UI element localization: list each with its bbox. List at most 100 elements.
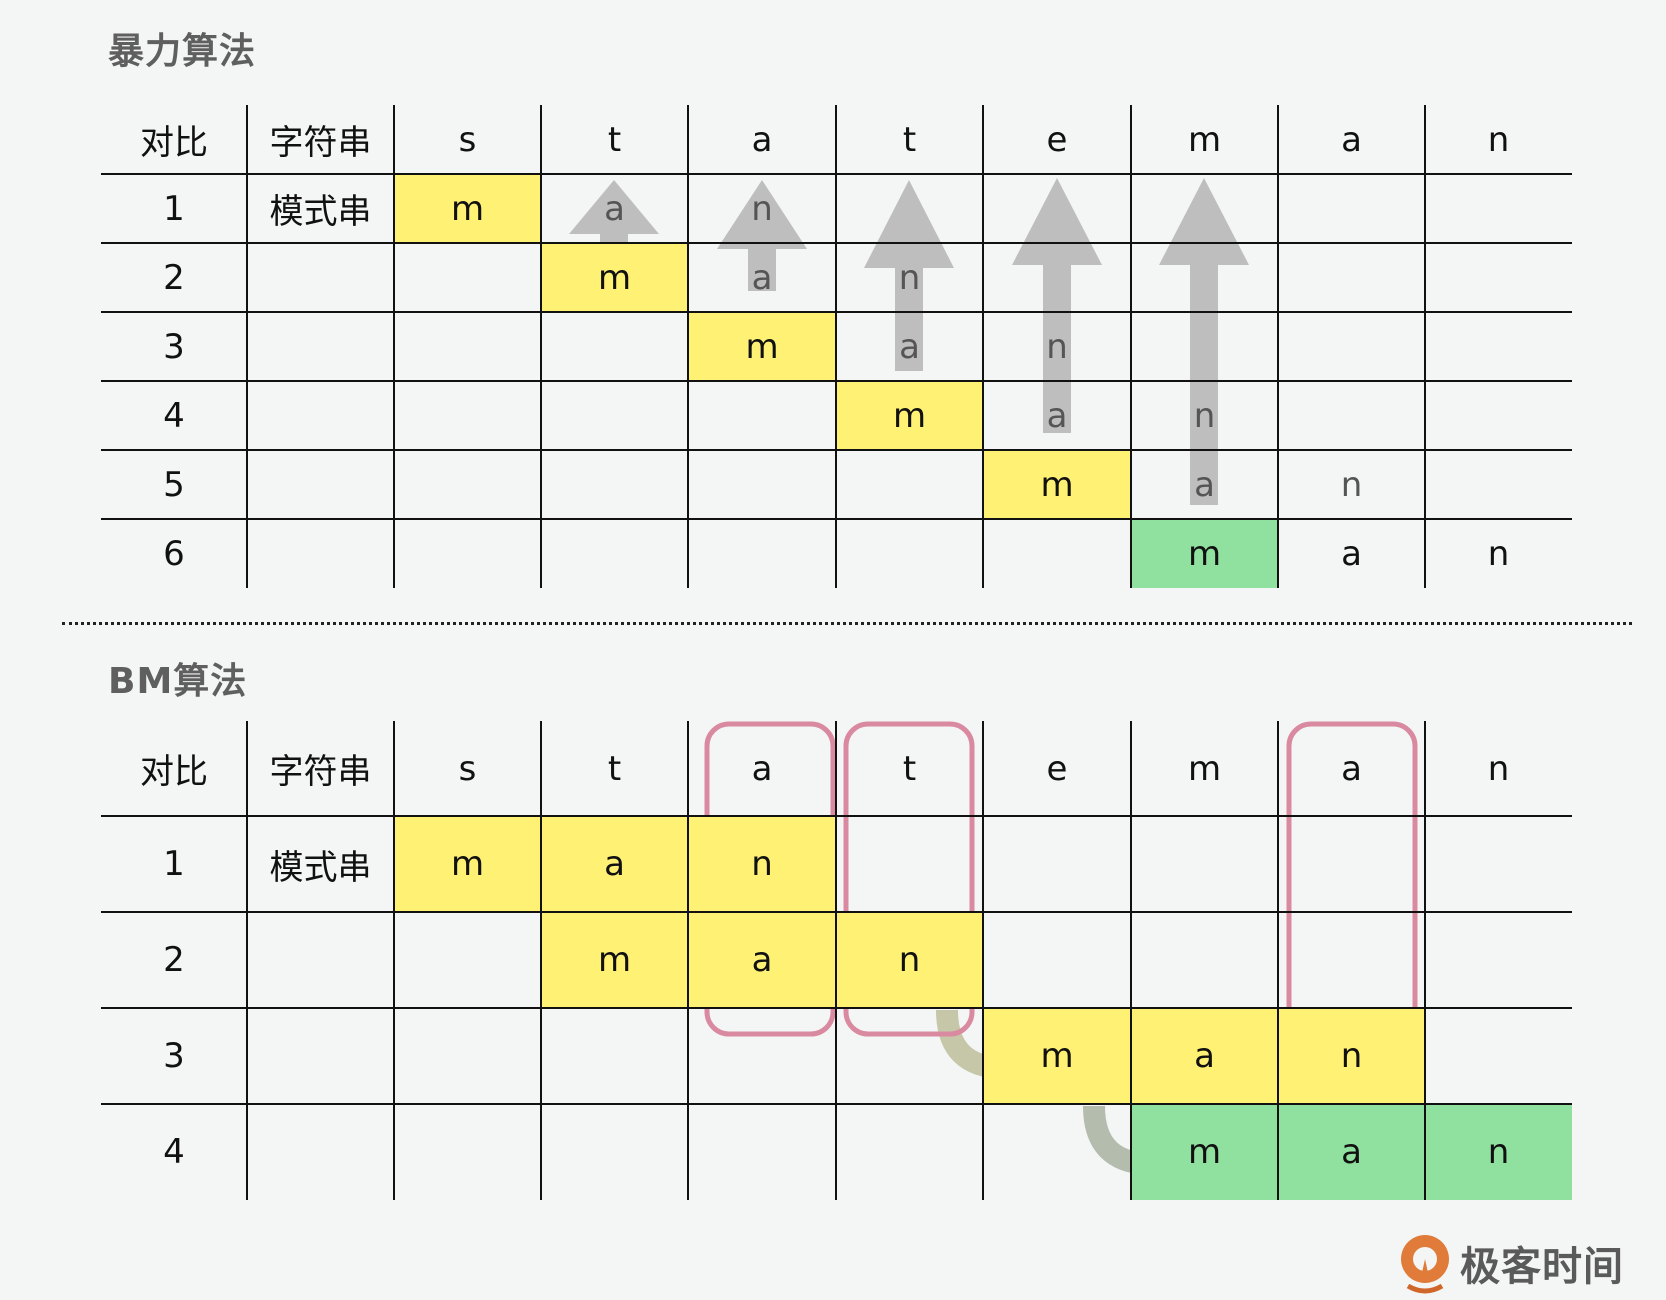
grid-column-line [540,721,542,1200]
empty-cell [1425,243,1572,312]
empty-cell [1278,381,1425,450]
pattern-char-cell: a [688,912,836,1008]
pattern-char-cell: a [1131,1008,1278,1104]
row-number: 3 [163,326,185,367]
row-number: 3 [163,1036,185,1076]
empty-cell [1278,912,1425,1008]
empty-cell [688,1104,836,1200]
empty-cell [1131,912,1278,1008]
row-number: 1 [163,844,185,884]
grid-column-line [393,105,395,588]
grid-column-line [687,105,689,588]
row-number: 4 [163,1132,185,1172]
header-char: e [1046,748,1068,789]
empty-cell [1131,243,1278,312]
row-number: 2 [163,940,185,980]
row-label: 模式串 [269,192,372,232]
row-number: 1 [163,188,185,229]
header-char: a [751,119,773,160]
empty-cell [836,1008,983,1104]
grid-column-line [835,105,837,588]
header-compare: 对比 [140,123,208,163]
empty-cell [1425,381,1572,450]
pattern-char-cell: m [1131,1104,1278,1200]
row-label [247,450,394,519]
empty-cell [688,519,836,588]
geektime-logo-icon [1401,1235,1449,1294]
empty-cell [541,519,688,588]
header-char: m [1187,748,1222,789]
empty-cell [1425,312,1572,381]
header-char: a [1341,748,1362,789]
grid-column-line [1277,721,1279,1200]
empty-cell [541,312,688,381]
pattern-char-cell: a [1046,395,1068,436]
pattern-char-cell: a [899,326,920,367]
empty-cell [983,816,1131,912]
pattern-char-cell: a [1341,533,1362,574]
empty-cell [983,519,1131,588]
header-char: a [751,748,773,789]
empty-cell [1425,450,1572,519]
header-char: e [1046,119,1068,160]
header-char: n [1487,119,1510,160]
header-char: a [1341,119,1362,160]
header-string: 字符串 [269,752,372,792]
empty-cell [1278,312,1425,381]
pattern-char-cell: a [1278,1104,1425,1200]
pattern-char-cell: n [751,188,773,229]
bm-title: BM算法 [108,661,248,702]
empty-cell [394,1104,541,1200]
pattern-char-cell: m [983,1008,1131,1104]
section-divider [62,622,1632,625]
empty-cell [1425,1008,1572,1104]
pattern-char-cell: m [394,816,541,912]
empty-cell [541,381,688,450]
empty-cell [394,381,541,450]
header-char: s [458,748,477,789]
empty-cell [394,1008,541,1104]
empty-cell [1425,174,1572,243]
pattern-char-cell: n [688,816,836,912]
empty-cell [983,174,1131,243]
pattern-char-cell: n [1425,1104,1572,1200]
pattern-char-cell: n [1046,326,1068,367]
grid-column-line [540,105,542,588]
empty-cell [1278,174,1425,243]
empty-cell [836,519,983,588]
pattern-char-cell: m [541,912,688,1008]
empty-cell [688,381,836,450]
empty-cell [394,450,541,519]
pattern-char-cell: n [1487,533,1510,574]
grid-column-line [982,105,984,588]
empty-cell [688,1008,836,1104]
row-number: 5 [163,464,185,505]
empty-cell [836,1104,983,1200]
pattern-char-cell: a [541,816,688,912]
row-number: 2 [163,257,185,298]
empty-cell [836,174,983,243]
grid-column-line [1130,105,1132,588]
pattern-char-cell: m [1131,519,1278,588]
row-number: 6 [163,533,185,574]
grid-column-line [1277,105,1279,588]
row-label [247,912,394,1008]
row-label: 模式串 [269,847,372,888]
pattern-char-cell: m [836,381,983,450]
row-label [247,381,394,450]
grid-column-line [982,721,984,1200]
header-char: t [902,748,917,789]
pattern-char-cell: n [898,257,921,298]
pattern-char-cell: m [394,174,541,243]
pattern-char-cell: m [688,312,836,381]
row-number: 4 [163,395,185,436]
pattern-char-cell: n [1193,395,1216,436]
header-char: t [607,119,622,160]
pattern-char-cell: n [836,912,983,1008]
empty-cell [541,1104,688,1200]
header-compare: 对比 [140,752,208,792]
grid-column-line [1130,721,1132,1200]
header-char: s [458,119,477,160]
grid-column-line [687,721,689,1200]
geektime-logo-text: 极客时间 [1460,1244,1624,1290]
